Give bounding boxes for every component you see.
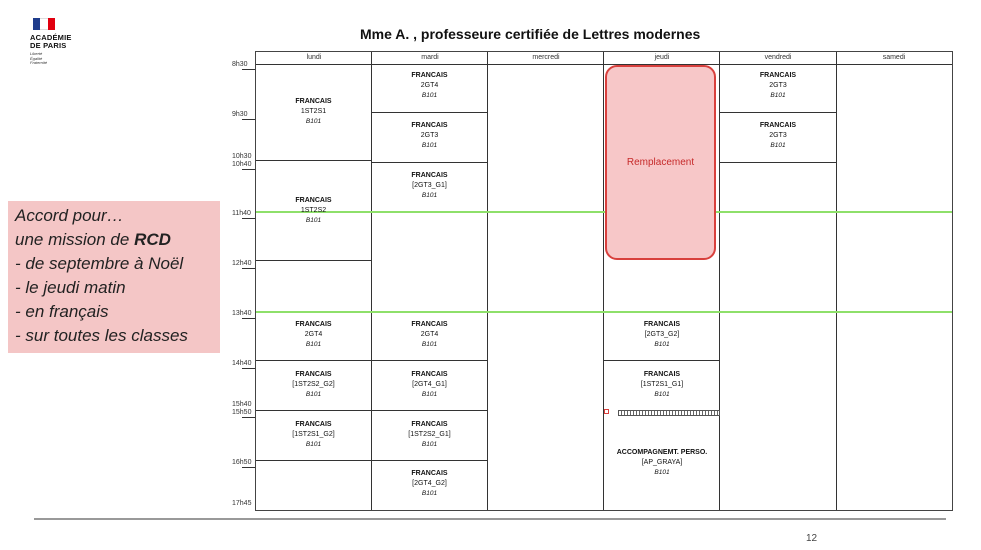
course-block: FRANCAIS [1ST2S2_G2] B101: [292, 371, 335, 398]
mission-callout: Accord pour… une mission de RCD - de sep…: [8, 201, 220, 353]
page-title: Mme A. , professeure certifiée de Lettre…: [360, 26, 701, 42]
time-label: 13h40: [232, 310, 252, 317]
logo-motto: Liberté Égalité Fraternité: [30, 51, 48, 65]
callout-rcd: RCD: [134, 230, 171, 249]
course-block: FRANCAIS [1ST2S1_G1] B101: [640, 371, 684, 398]
course-block: FRANCAIS 2GT4 B101: [295, 321, 332, 348]
course-block: FRANCAIS 1ST2S2 B101: [295, 197, 332, 224]
time-label: 10h40: [232, 161, 252, 168]
course-block: FRANCAIS 2GT3 B101: [759, 122, 797, 149]
callout-line: - en français: [15, 302, 109, 321]
time-label: 15h40: [232, 401, 252, 408]
time-label: 12h40: [232, 260, 252, 267]
course-block: FRANCAIS [2GT4_G2] B101: [411, 470, 448, 497]
day-header-mardi: mardi: [421, 54, 439, 61]
callout-line: Accord pour…: [15, 206, 124, 225]
time-label: 9h30: [232, 111, 248, 118]
day-header-jeudi: jeudi: [654, 54, 670, 61]
callout-line: - sur toutes les classes: [15, 326, 188, 345]
course-block: FRANCAIS 2GT4 B101: [411, 321, 448, 348]
marker-square: [604, 409, 609, 414]
course-block: FRANCAIS [2GT4_G1] B101: [411, 371, 448, 398]
replacement-label: Remplacement: [626, 157, 695, 168]
french-flag-icon: [33, 18, 55, 30]
course-block: ACCOMPAGNEMT. PERSO. [AP_GRAYA] B101: [616, 449, 708, 476]
page-number: 12: [806, 533, 818, 544]
callout-line: - le jeudi matin: [15, 278, 126, 297]
callout-line: une mission de RCD: [15, 230, 171, 249]
course-block: FRANCAIS 2GT4 B101: [411, 72, 448, 99]
time-label: 16h50: [232, 459, 252, 466]
time-label: 11h40: [232, 210, 251, 217]
course-block: FRANCAIS [1ST2S2_G1] B101: [408, 421, 451, 448]
time-label: 17h45: [232, 500, 252, 507]
time-label: 8h30: [232, 61, 248, 68]
course-block: FRANCAIS [2GT3_G2] B101: [643, 321, 681, 348]
logo-line-2: DE PARIS: [30, 41, 67, 50]
time-label: 15h50: [232, 409, 252, 416]
callout-line: - de septembre à Noël: [15, 254, 184, 273]
logo-line-1: ACADÉMIE: [30, 33, 72, 42]
course-block: FRANCAIS 2GT3 B101: [411, 122, 448, 149]
day-header-mercredi: mercredi: [532, 54, 560, 61]
course-block: FRANCAIS [2GT3_G1] B101: [411, 172, 448, 199]
day-header-samedi: samedi: [882, 54, 906, 61]
course-block: FRANCAIS 2GT3 B101: [759, 72, 797, 99]
highlight-line: [256, 211, 952, 213]
footer-divider: [34, 518, 946, 520]
academie-logo: ACADÉMIE DE PARIS Liberté Égalité Frater…: [30, 18, 100, 66]
course-block: FRANCAIS [1ST2S1_G2] B101: [292, 421, 335, 448]
hatched-bar: [618, 410, 720, 416]
time-label: 14h40: [232, 360, 252, 367]
day-header-lundi: lundi: [306, 54, 322, 61]
highlight-line: [256, 311, 952, 313]
day-header-vendredi: vendredi: [764, 54, 792, 61]
replacement-block: Remplacement: [605, 65, 716, 260]
timetable-grid: lundi mardi mercredi jeudi vendredi same…: [255, 51, 953, 511]
time-label: 10h30: [232, 153, 252, 160]
course-block: FRANCAIS 1ST2S1 B101: [295, 98, 332, 125]
